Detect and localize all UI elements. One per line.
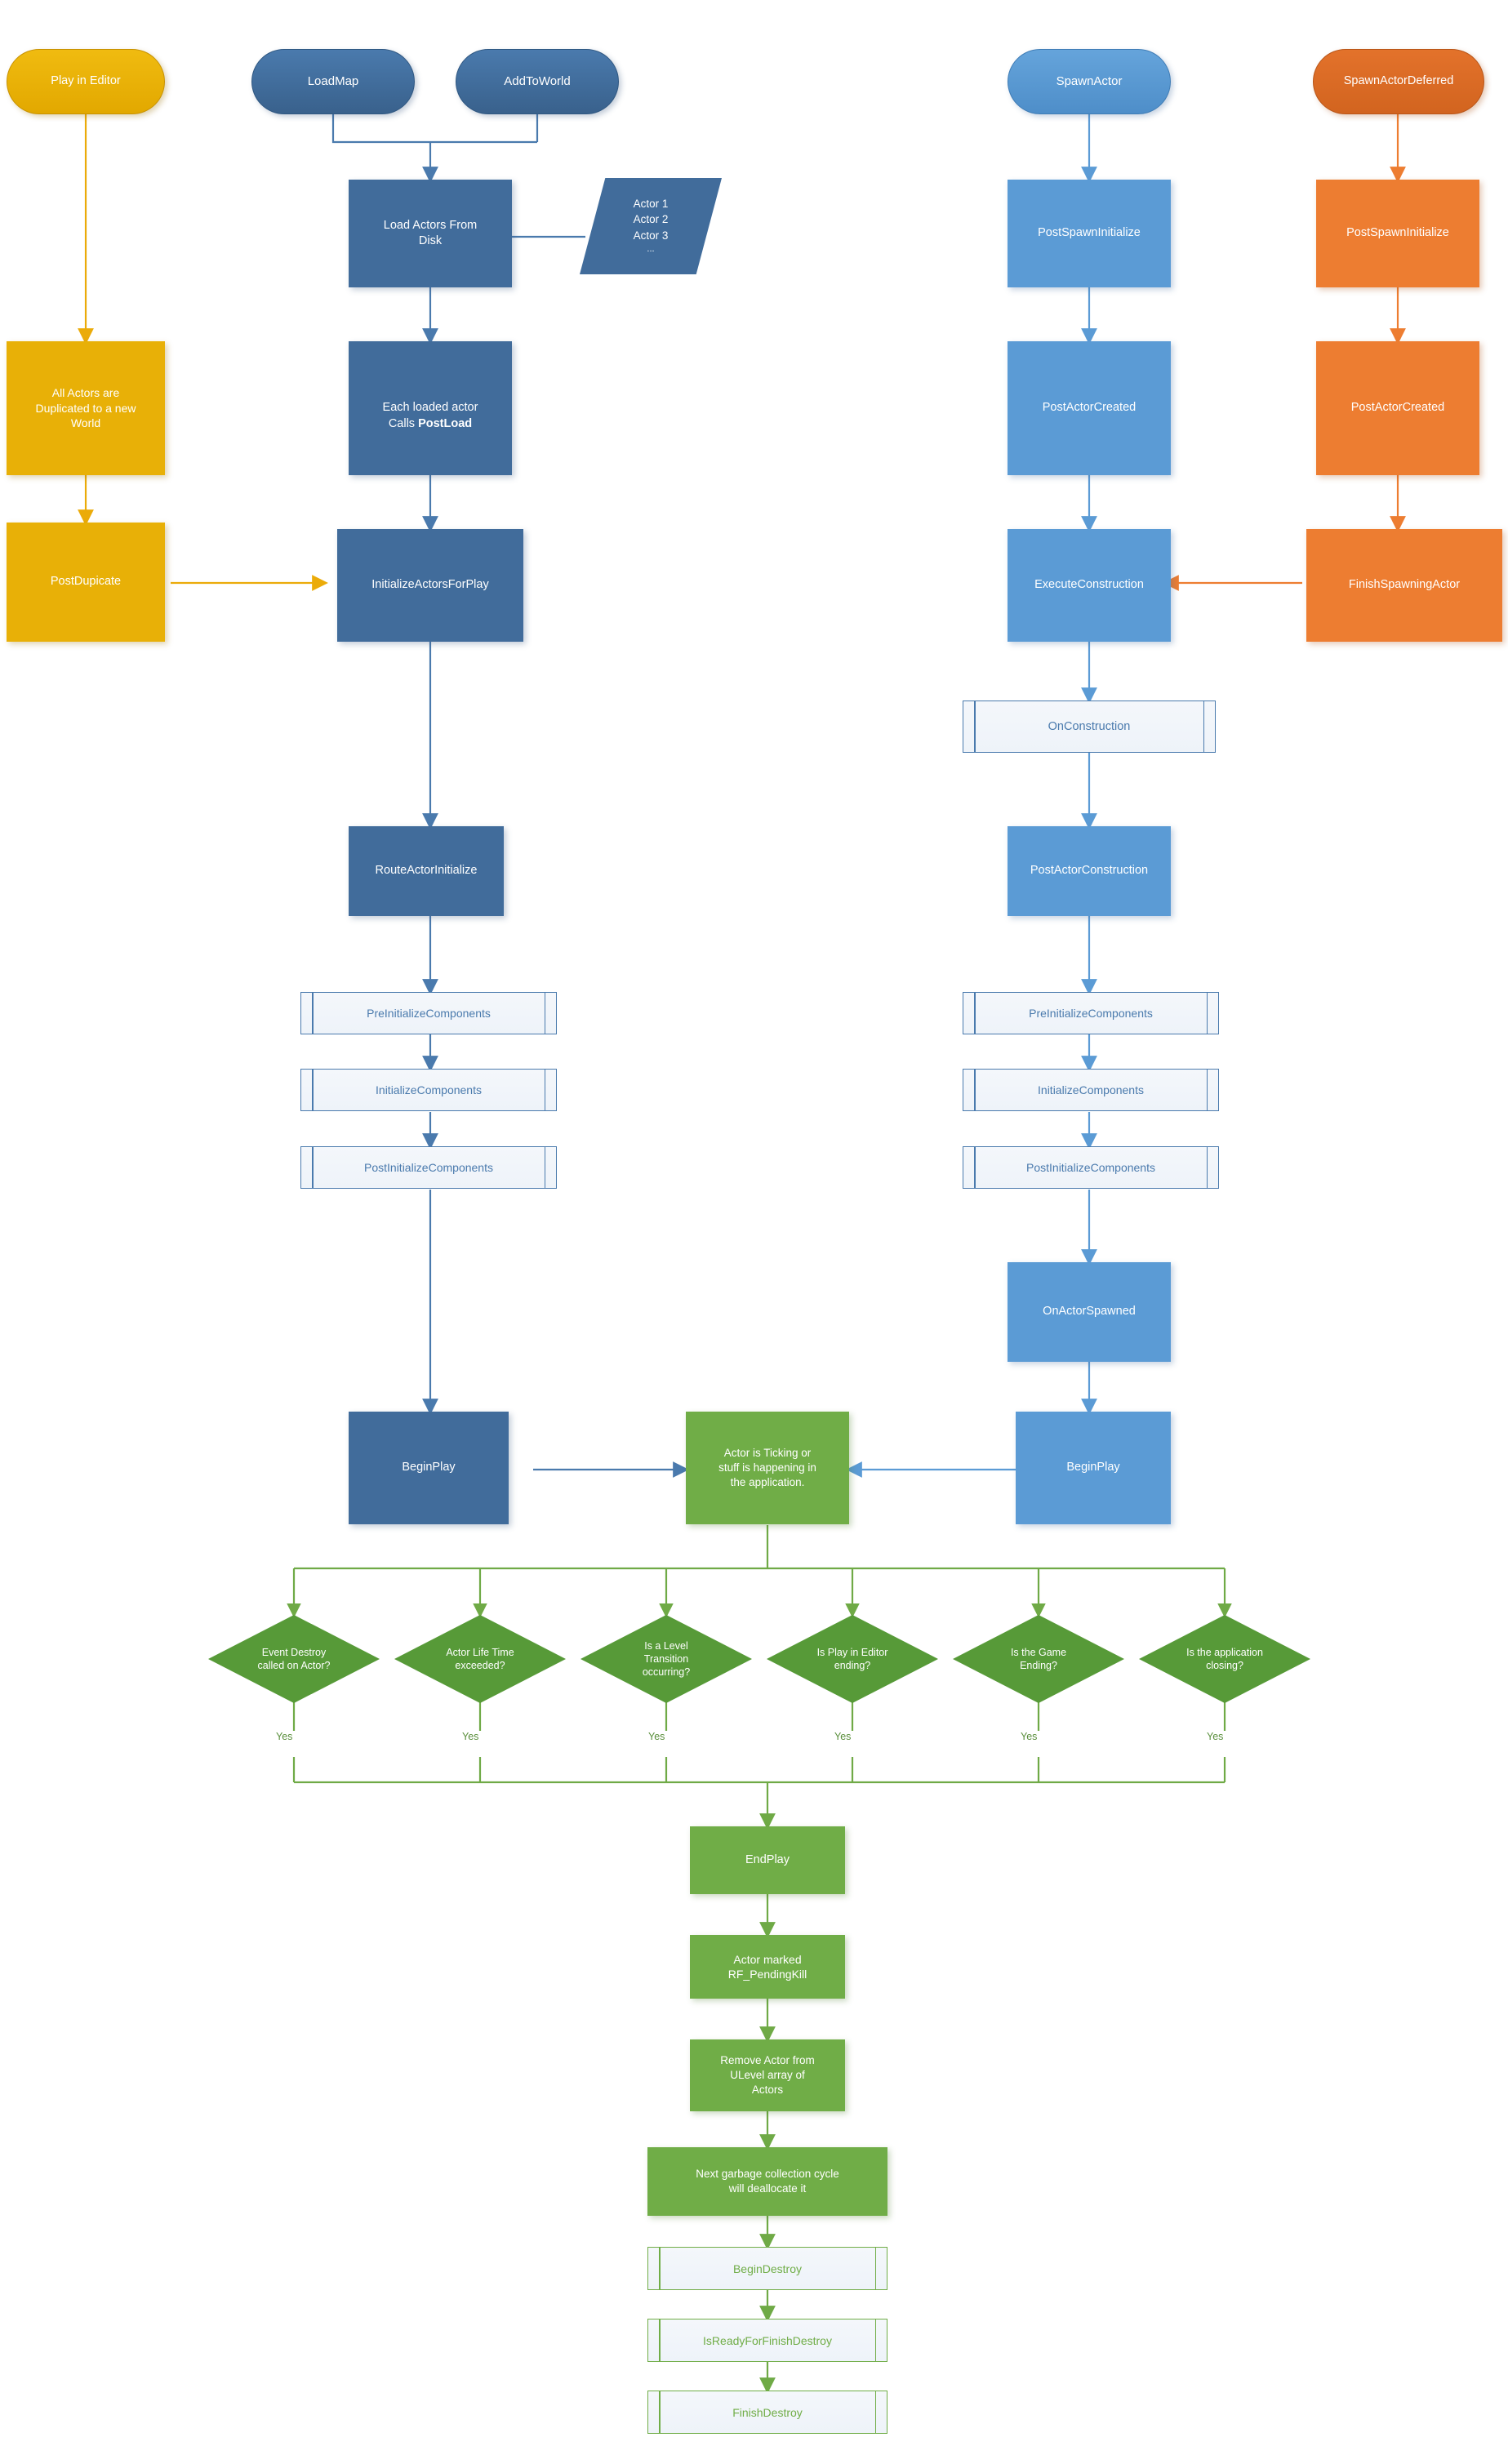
node-post-spawn-initialize-blue[interactable]: PostSpawnInitialize (1008, 180, 1171, 287)
predefined-process-bar-right (544, 1070, 545, 1110)
node-spawn-actor[interactable]: SpawnActor (1008, 49, 1171, 114)
initialize-components-right-label: InitializeComponents (1038, 1083, 1144, 1096)
decision-label: Is the application closing? (1186, 1646, 1263, 1671)
branch-label-application-closing: Yes (1207, 1731, 1224, 1742)
predefined-process-bar-left (974, 1147, 976, 1188)
node-begin-play-right[interactable]: BeginPlay (1016, 1412, 1171, 1524)
branch-label-pie-ending: Yes (834, 1731, 852, 1742)
decision-label: Is a Level Transition occurring? (642, 1639, 691, 1679)
node-finish-destroy[interactable]: FinishDestroy (647, 2391, 887, 2434)
node-initialize-components-right[interactable]: InitializeComponents (963, 1069, 1219, 1111)
predefined-process-bar-right (874, 2391, 876, 2433)
predefined-process-bar-right (544, 1147, 545, 1188)
node-initialize-actors-for-play[interactable]: InitializeActorsForPlay (337, 529, 523, 642)
node-post-duplicate[interactable]: PostDupicate (7, 523, 165, 642)
predefined-process-bar-right (874, 2248, 876, 2289)
node-post-initialize-components-left[interactable]: PostInitializeComponents (300, 1146, 557, 1189)
node-pre-initialize-components-right[interactable]: PreInitializeComponents (963, 992, 1219, 1034)
parallelogram-shape (580, 178, 722, 274)
node-is-ready-for-finish-destroy[interactable]: IsReadyForFinishDestroy (647, 2319, 887, 2362)
node-initialize-components-left[interactable]: InitializeComponents (300, 1069, 557, 1111)
predefined-process-bar-right (1206, 1070, 1208, 1110)
node-load-actors-from-disk[interactable]: Load Actors From Disk (349, 180, 512, 287)
node-play-in-editor[interactable]: Play in Editor (7, 49, 165, 114)
node-spawn-actor-deferred[interactable]: SpawnActorDeferred (1313, 49, 1484, 114)
branch-label-game-ending: Yes (1021, 1731, 1038, 1742)
predefined-process-bar-left (974, 701, 976, 752)
node-on-construction[interactable]: OnConstruction (963, 701, 1216, 753)
actor-list-item-2: Actor 2 (633, 213, 669, 226)
predefined-process-bar-right (1206, 993, 1208, 1034)
node-all-actors-duplicated[interactable]: All Actors are Duplicated to a new World (7, 341, 165, 475)
decision-pie-ending[interactable]: Is Play in Editor ending? (767, 1615, 938, 1703)
predefined-process-bar-right (544, 993, 545, 1034)
decision-application-closing[interactable]: Is the application closing? (1139, 1615, 1310, 1703)
predefined-process-bar-left (312, 1147, 314, 1188)
on-construction-label: OnConstruction (1048, 720, 1131, 733)
actor-list-item-1: Actor 1 (633, 197, 669, 210)
node-post-initialize-components-right[interactable]: PostInitializeComponents (963, 1146, 1219, 1189)
node-remove-actor-from-ulevel[interactable]: Remove Actor from ULevel array of Actors (690, 2039, 845, 2111)
initialize-components-left-label: InitializeComponents (376, 1083, 482, 1096)
node-add-to-world[interactable]: AddToWorld (456, 49, 619, 114)
node-post-spawn-initialize-orange[interactable]: PostSpawnInitialize (1316, 180, 1479, 287)
postload-label: PostLoad (418, 416, 473, 430)
predefined-process-bar-left (659, 2319, 661, 2361)
finish-destroy-label: FinishDestroy (732, 2405, 803, 2419)
decision-game-ending[interactable]: Is the Game Ending? (953, 1615, 1124, 1703)
node-post-actor-created-blue[interactable]: PostActorCreated (1008, 341, 1171, 475)
node-each-loaded-actor-postload[interactable]: Each loaded actor Calls PostLoad (349, 341, 512, 475)
decision-level-transition[interactable]: Is a Level Transition occurring? (581, 1615, 752, 1703)
decision-label: Is the Game Ending? (1010, 1646, 1067, 1671)
predefined-process-bar-left (974, 993, 976, 1034)
node-finish-spawning-actor[interactable]: FinishSpawningActor (1306, 529, 1502, 642)
predefined-process-bar-right (1203, 701, 1204, 752)
branch-label-actor-life-time: Yes (462, 1731, 479, 1742)
node-actor-list: Actor 1 Actor 2 Actor 3 ... (580, 178, 722, 274)
actor-list-ellipsis: ... (647, 244, 655, 255)
predefined-process-bar-right (1206, 1147, 1208, 1188)
node-actor-is-ticking[interactable]: Actor is Ticking or stuff is happening i… (686, 1412, 849, 1524)
node-begin-destroy[interactable]: BeginDestroy (647, 2247, 887, 2290)
decision-label: Actor Life Time exceeded? (446, 1646, 514, 1671)
node-execute-construction[interactable]: ExecuteConstruction (1008, 529, 1171, 642)
branch-label-event-destroy: Yes (276, 1731, 293, 1742)
predefined-process-bar-left (312, 993, 314, 1034)
post-initialize-components-left-label: PostInitializeComponents (364, 1161, 493, 1174)
pre-initialize-components-left-label: PreInitializeComponents (367, 1007, 491, 1020)
predefined-process-bar-left (659, 2391, 661, 2433)
decision-label: Is Play in Editor ending? (816, 1646, 888, 1671)
branch-label-level-transition: Yes (648, 1731, 665, 1742)
predefined-process-bar-left (974, 1070, 976, 1110)
decision-actor-life-time[interactable]: Actor Life Time exceeded? (394, 1615, 566, 1703)
node-end-play[interactable]: EndPlay (690, 1826, 845, 1894)
node-load-map[interactable]: LoadMap (251, 49, 415, 114)
predefined-process-bar-right (874, 2319, 876, 2361)
node-on-actor-spawned[interactable]: OnActorSpawned (1008, 1262, 1171, 1362)
node-route-actor-initialize[interactable]: RouteActorInitialize (349, 826, 504, 916)
begin-destroy-label: BeginDestroy (732, 2262, 803, 2275)
node-post-actor-created-orange[interactable]: PostActorCreated (1316, 341, 1479, 475)
each-loaded-actor-text: Each loaded actor Calls (382, 401, 478, 430)
decision-event-destroy[interactable]: Event Destroy called on Actor? (208, 1615, 380, 1703)
actor-list-item-3: Actor 3 (633, 229, 669, 242)
post-initialize-components-right-label: PostInitializeComponents (1026, 1161, 1155, 1174)
node-post-actor-construction[interactable]: PostActorConstruction (1008, 826, 1171, 916)
node-pre-initialize-components-left[interactable]: PreInitializeComponents (300, 992, 557, 1034)
node-next-gc-cycle[interactable]: Next garbage collection cycle will deall… (647, 2147, 887, 2216)
predefined-process-bar-left (659, 2248, 661, 2289)
node-begin-play-left[interactable]: BeginPlay (349, 1412, 509, 1524)
pre-initialize-components-right-label: PreInitializeComponents (1029, 1007, 1153, 1020)
predefined-process-bar-left (312, 1070, 314, 1110)
node-actor-marked-pending-kill[interactable]: Actor marked RF_PendingKill (690, 1935, 845, 1999)
is-ready-for-finish-destroy-label: IsReadyForFinishDestroy (703, 2333, 832, 2347)
decision-label: Event Destroy called on Actor? (257, 1646, 331, 1671)
